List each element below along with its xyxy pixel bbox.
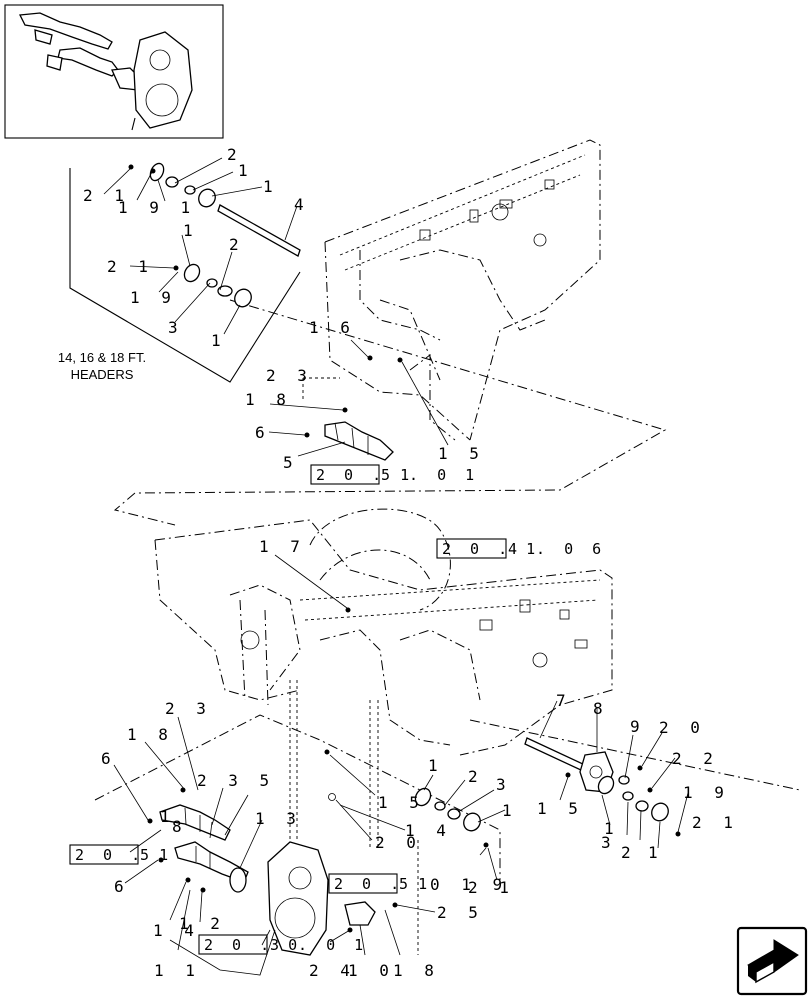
ref-box-20-03-01[interactable]: 2 0 . 0 3 . 0 1 (198, 934, 368, 955)
callout-18: 1 8 (127, 725, 174, 744)
callout-2: 2 (227, 145, 243, 164)
callout-18: 1 8 (393, 961, 440, 980)
lower-parts (147, 607, 681, 956)
callout-6: 6 (114, 877, 130, 896)
callout-15: 1 5 (537, 799, 584, 818)
callout-8: 8 (172, 817, 188, 836)
ref-box-20-14-06[interactable]: 2 0 . 1 4 . 0 6 (436, 538, 606, 559)
inset-thumbnail (4, 4, 224, 139)
assembly-thumbnail-icon (18, 12, 193, 131)
callout-13: 1 3 (255, 809, 302, 828)
callout-6: 6 (101, 749, 117, 768)
upper-parts (128, 162, 403, 461)
callout-1: 1 (160, 807, 176, 826)
callout-3: 3 (601, 833, 617, 852)
callout-4: 4 (294, 195, 310, 214)
callout-23: 2 3 (165, 699, 212, 718)
callout-1: 1 (502, 801, 518, 820)
callout-19: 1 9 (683, 783, 730, 802)
callout-1: 1 (648, 843, 664, 862)
callout-1: 1 (428, 756, 444, 775)
callout-15: 1 5 (378, 793, 425, 812)
ref-box-label: 2 0 . 1 (442, 540, 540, 558)
callout-17: 1 7 (259, 537, 306, 556)
callout-14: 1 4 (153, 921, 200, 940)
ref-box-label: 2 0 . 1 (316, 466, 414, 484)
callout-1: 1 (211, 331, 227, 350)
next-page-arrow-icon (747, 939, 799, 984)
lower-combine-frame (94, 508, 801, 955)
next-page-button[interactable] (736, 926, 808, 996)
upper-callouts: 2 1 1 2 1 1 9 1 4 1 2 1 2 1 9 3 1 1 6 2 … (83, 145, 485, 472)
callout-21: 2 1 (83, 186, 130, 205)
note-line-2: HEADERS (71, 367, 134, 382)
callout-22: 2 2 (672, 749, 719, 768)
callout-25: 2 5 (437, 903, 484, 922)
callout-6: 6 (255, 423, 271, 442)
ref-box-20-15-01[interactable]: 2 0 . 1 5 . 0 1 (310, 464, 479, 485)
lower-leaders (113, 554, 689, 976)
callout-2: 2 (621, 843, 637, 862)
ref-box-label: 2 0 . 1 (334, 875, 432, 893)
ref-box-suffix: 4 . 0 6 (508, 540, 606, 558)
lower-callouts: 1 7 2 3 1 8 2 3 5 6 1 8 1 3 6 7 8 9 2 0 … (101, 537, 739, 980)
callout-21: 2 1 (692, 813, 739, 832)
callout-19: 0 1 9 (430, 875, 508, 894)
callout-21: 2 1 (468, 878, 515, 897)
callout-23: 2 3 (266, 366, 313, 385)
callout-1: 1 (183, 221, 199, 240)
callout-5: 5 (283, 453, 299, 472)
callout-1: 1 (263, 177, 279, 196)
upper-leaders (103, 157, 449, 457)
callout-2: 2 (229, 235, 245, 254)
ref-box-suffix: 3 . 0 1 (270, 936, 368, 954)
callout-19: 1 9 (130, 288, 177, 307)
callout-3: 1 (238, 161, 254, 180)
callout-20: 2 0 (375, 833, 422, 852)
callout-191: 1 9 1 (118, 198, 196, 217)
callout-10: 1 0 (348, 961, 395, 980)
callout-8: 8 (593, 699, 609, 718)
callout-16: 1 6 (309, 318, 356, 337)
upper-header-frame (113, 139, 667, 526)
callout-24: 2 4 (309, 961, 356, 980)
callout-235: 2 3 5 (197, 771, 275, 790)
callout-3: 3 (496, 775, 512, 794)
callout-2: 2 (468, 767, 484, 786)
header-size-note: 14, 16 & 18 FT. HEADERS (58, 168, 301, 383)
callout-21: 2 1 (107, 257, 154, 276)
callout-9: 9 (630, 717, 646, 736)
callout-12: 1 2 (179, 914, 226, 933)
callout-14: 1 4 (405, 821, 452, 840)
ref-box-20-15-right[interactable]: 2 0 . 1 5 (328, 873, 432, 894)
note-line-1: 14, 16 & 18 FT. (58, 350, 146, 365)
ref-box-suffix: 5 (399, 875, 413, 893)
ref-box-label: 2 0 . 1 (75, 846, 173, 864)
callout-7: 7 (556, 691, 572, 710)
ref-box-suffix: 5 (140, 846, 154, 864)
callout-3: 3 (168, 318, 184, 337)
callout-20: 2 0 (659, 718, 706, 737)
callout-1: 1 (604, 819, 620, 838)
callout-11: 1 1 (154, 961, 201, 980)
ref-box-suffix: 5 . 0 1 (381, 466, 479, 484)
callout-15: 1 5 (438, 444, 485, 463)
callout-18: 1 8 (245, 390, 292, 409)
ref-box-20-15-left[interactable]: 2 0 . 1 5 (69, 844, 173, 865)
ref-box-label: 2 0 . 0 (204, 936, 302, 954)
